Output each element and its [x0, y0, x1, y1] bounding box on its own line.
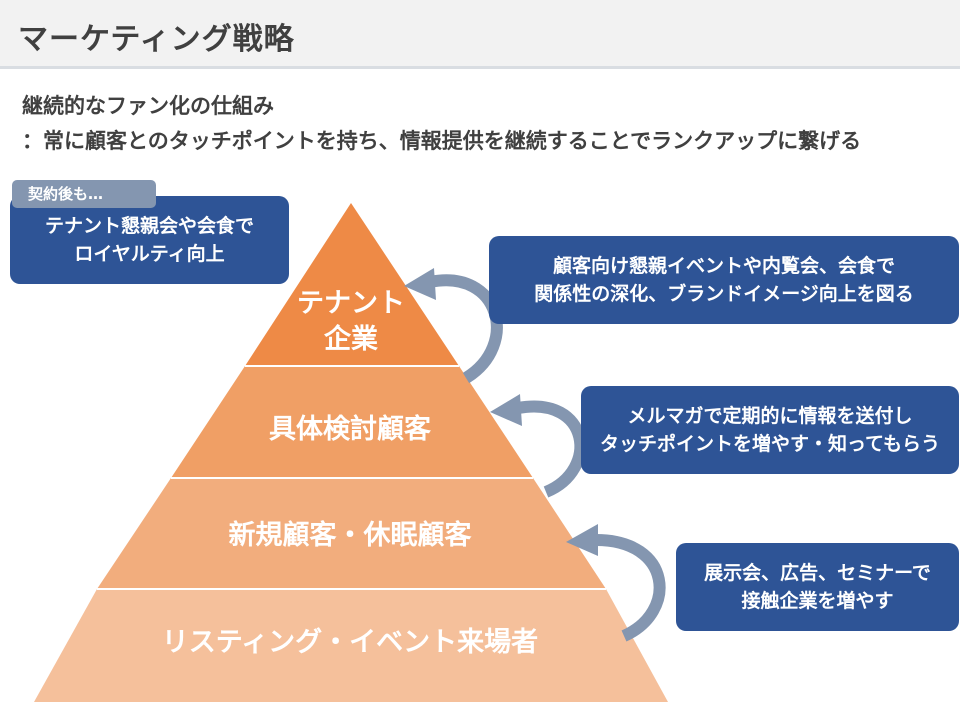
callout-new-customer-strategy: 展示会、広告、セミナーで 接触企業を増やす: [676, 543, 959, 631]
post-contract-box: テナント懇親会や会食で ロイヤルティ向上: [10, 196, 289, 284]
curved-arrow-3: [595, 534, 666, 642]
pyramid-tier-1: [245, 203, 459, 366]
tier-label-new-customer: 新規顧客・休眠顧客: [228, 520, 472, 551]
pyramid-tier-2: [171, 366, 533, 478]
tier-label-prospect: 具体検討顧客: [269, 414, 431, 445]
title-bar: マーケティング戦略: [0, 0, 960, 69]
subtitle-main: 継続的なファン化の仕組み: [22, 94, 274, 118]
callout-tenant-strategy: 顧客向け懇親イベントや内覧会、会食で 関係性の深化、ブランドイメージ向上を図る: [489, 236, 959, 324]
curved-arrow-1: [428, 274, 503, 384]
arrow-head-1: [404, 268, 436, 300]
arrow-head-2: [490, 394, 522, 426]
pyramid-tier-4: [34, 589, 668, 702]
pyramid-tier-3: [97, 478, 606, 589]
tier-label-visitor: リスティング・イベント来場者: [161, 627, 539, 658]
tier-label-tenant: テナント 企業: [297, 288, 405, 355]
page-title: マーケティング戦略: [18, 22, 295, 57]
subtitle-detail: ：常に顧客とのタッチポイントを持ち、情報提供を継続することでランクアップに繋げる: [22, 129, 862, 153]
post-contract-tag: 契約後も…: [12, 180, 156, 208]
curved-arrow-2: [516, 400, 587, 498]
arrow-head-3: [566, 524, 598, 556]
callout-prospect-strategy: メルマガで定期的に情報を送付し タッチポイントを増やす・知ってもらう: [581, 386, 959, 474]
